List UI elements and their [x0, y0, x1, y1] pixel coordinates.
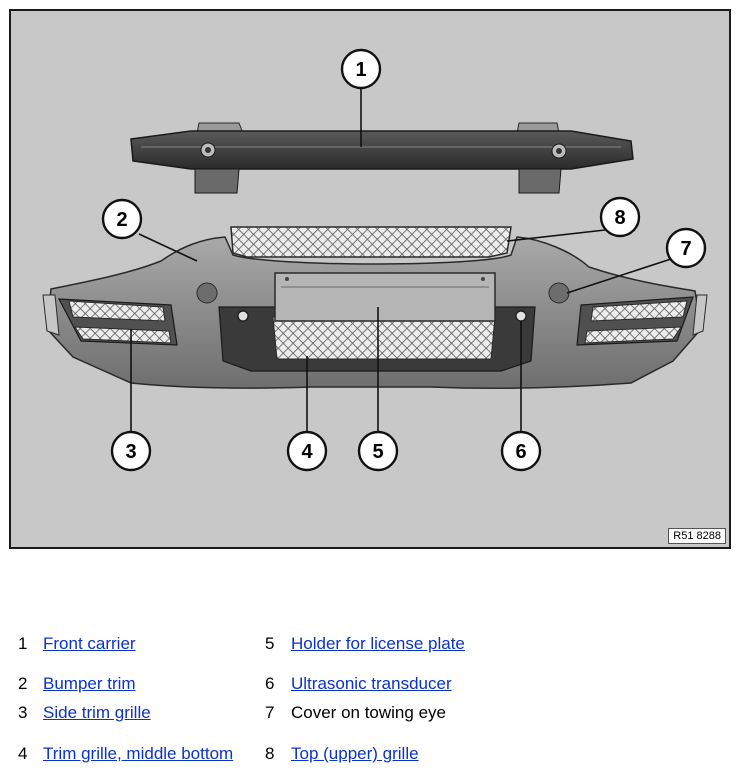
bumper-exploded-view: 1 2 3 4 5 6 7 8: [42, 48, 708, 472]
ultrasonic-transducer: [237, 310, 527, 322]
trim-grille-middle-bottom: [272, 316, 496, 360]
legend-link-trim-grille-middle-bottom[interactable]: Trim grille, middle bottom: [43, 744, 234, 763]
callout-1: 1: [340, 48, 382, 90]
callout-6: 6: [500, 430, 542, 472]
legend-number: 1: [18, 634, 28, 653]
legend-number: 3: [18, 703, 28, 722]
svg-text:2: 2: [116, 209, 127, 231]
legend-number: 5: [265, 634, 275, 653]
svg-text:8: 8: [614, 207, 625, 229]
legend-number: 2: [18, 674, 28, 693]
svg-text:4: 4: [301, 441, 313, 463]
callout-4: 4: [286, 430, 328, 472]
side-trim-grille-left: [68, 300, 172, 344]
svg-text:5: 5: [372, 441, 383, 463]
legend-link-top-upper-grille[interactable]: Top (upper) grille: [291, 744, 419, 763]
svg-text:6: 6: [515, 441, 526, 463]
side-trim-grille-right: [584, 300, 688, 344]
callout-5: 5: [357, 430, 399, 472]
legend-link-bumper-trim[interactable]: Bumper trim: [43, 674, 136, 693]
callout-leader-lines: [130, 89, 672, 435]
svg-text:1: 1: [355, 59, 366, 81]
image-code: R51 8288: [668, 528, 726, 544]
front-carrier: [130, 122, 634, 194]
callout-7: 7: [665, 227, 707, 269]
callout-8: 8: [599, 196, 641, 238]
legend-link-front-carrier[interactable]: Front carrier: [43, 634, 136, 653]
callout-2: 2: [101, 198, 143, 240]
top-grille: [230, 226, 512, 258]
legend-link-holder-for-license-plate[interactable]: Holder for license plate: [291, 634, 465, 653]
callout-3: 3: [110, 430, 152, 472]
legend-number: 4: [18, 744, 28, 763]
svg-text:3: 3: [125, 441, 136, 463]
legend-link-side-trim-grille[interactable]: Side trim grille: [43, 703, 151, 722]
svg-text:7: 7: [680, 238, 691, 260]
legend-label-cover-on-towing-eye: Cover on towing eye: [291, 703, 446, 722]
legend-number: 6: [265, 674, 275, 693]
legend-number: 7: [265, 703, 275, 722]
license-plate-holder: [274, 272, 496, 322]
legend-link-ultrasonic-transducer[interactable]: Ultrasonic transducer: [291, 674, 452, 693]
legend-number: 8: [265, 744, 275, 763]
parts-diagram: 1 2 3 4 5 6 7 8 R51 8288: [9, 9, 731, 549]
